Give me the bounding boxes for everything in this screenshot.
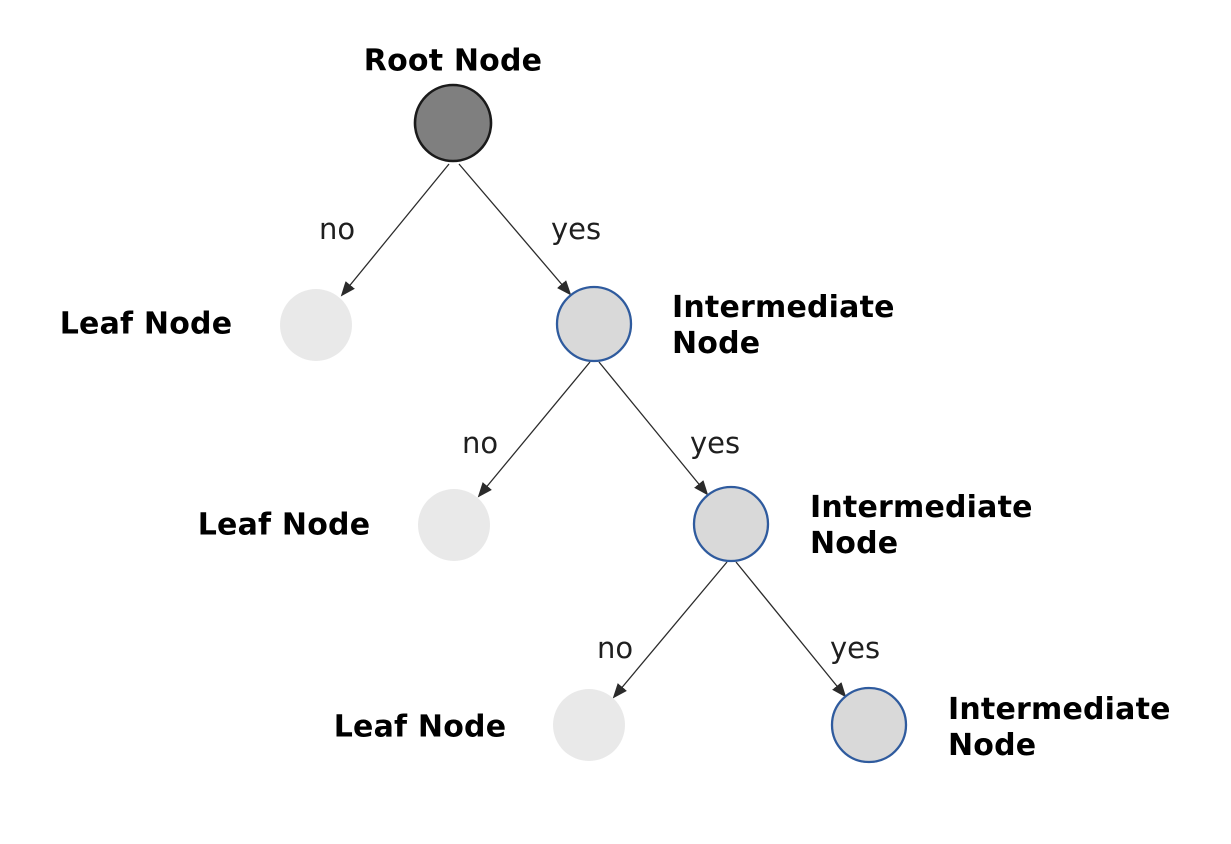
root-node-circle: [413, 83, 493, 163]
intermediate-node-1-circle: [555, 285, 633, 363]
edge-root-to-leaf1: [340, 163, 450, 297]
leaf-node-1-circle: [280, 289, 352, 361]
intermediate-node-3-circle: [830, 686, 908, 764]
edge-label-level1-yes: yes: [550, 212, 602, 246]
intermediate-node-1-label: Intermediate Node: [672, 290, 895, 361]
edge-root-to-intermediate1: [458, 163, 572, 296]
leaf-node-2-circle: [418, 489, 490, 561]
edge-intermediate2-to-intermediate3: [735, 561, 847, 698]
edge-label-level2-no: no: [461, 426, 499, 460]
edge-label-level2-yes: yes: [689, 426, 741, 460]
edge-intermediate2-to-leaf3: [612, 561, 728, 699]
intermediate-node-3-label: Intermediate Node: [948, 692, 1171, 763]
leaf-node-1-label: Leaf Node: [59, 306, 233, 342]
edge-label-level1-no: no: [318, 212, 356, 246]
edge-label-level3-yes: yes: [829, 631, 881, 665]
root-node-label: Root Node: [363, 43, 543, 79]
edge-intermediate1-to-intermediate2: [598, 361, 709, 496]
edge-label-level3-no: no: [596, 631, 634, 665]
intermediate-node-2-label: Intermediate Node: [810, 490, 1033, 561]
leaf-node-3-label: Leaf Node: [333, 709, 507, 745]
intermediate-node-2-circle: [692, 485, 770, 563]
edge-intermediate1-to-leaf2: [477, 361, 591, 498]
leaf-node-2-label: Leaf Node: [197, 507, 371, 543]
leaf-node-3-circle: [553, 689, 625, 761]
